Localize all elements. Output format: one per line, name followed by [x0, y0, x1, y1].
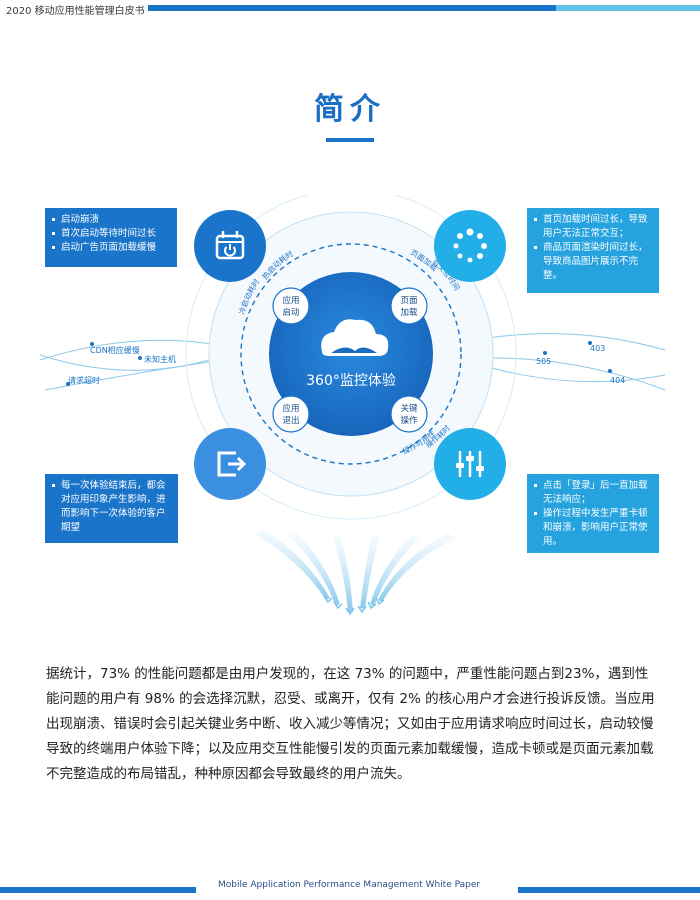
calendar-power-icon — [194, 210, 266, 282]
body-paragraph: 据统计，73% 的性能问题都是由用户发现的，在这 73% 的问题中，严重性能问题… — [46, 666, 655, 782]
quadrant-label-line2: 退出 — [282, 415, 299, 426]
quadrant-label-line2: 操作 — [400, 415, 418, 426]
outer-ring — [185, 195, 517, 520]
quadrant-label-line1: 应用 — [282, 403, 299, 414]
arrow-heads — [323, 595, 385, 616]
monitoring-diagram: CDN相应缓慢 未知主机 请求超时 403 505 404 — [39, 195, 666, 616]
header-title: 2020 移动应用性能管理白皮书 — [6, 6, 145, 17]
callout-item: 商品页面渲染时间过长，导致商品图片展示不完整。 — [534, 241, 652, 283]
callout-item: 操作过程中发生严重卡顿和崩溃，影响用户正常使用。 — [534, 507, 652, 549]
footer-rule — [0, 887, 196, 893]
callout-page-load: 首页加载时间过长，导致用户无法正常交互； 商品页面渲染时间过长，导致商品图片展示… — [527, 208, 659, 293]
cloud-icon — [321, 319, 389, 356]
footer-title: Mobile Application Performance Managemen… — [218, 880, 481, 890]
exit-arrow-icon — [194, 428, 266, 500]
callout-item: 首页加载时间过长，导致用户无法正常交互； — [534, 213, 652, 241]
network-node — [588, 341, 592, 345]
quadrant-key-action: 关键 操作 — [390, 395, 428, 433]
callout-item: 首次启动等待时间过长 — [52, 227, 170, 241]
code-403: 403 — [590, 344, 605, 353]
quadrant-app-launch: 应用 启动 — [272, 287, 310, 325]
label-unknown-host: 未知主机 — [144, 354, 176, 364]
quadrant-page-load: 页面 加载 — [390, 287, 428, 325]
code-505: 505 — [536, 357, 551, 366]
callout-app-launch: 启动崩溃 首次启动等待时间过长 启动广告页面加载缓慢 — [45, 208, 177, 267]
sliders-icon — [434, 428, 506, 500]
network-node — [66, 382, 70, 386]
loading-spinner-icon — [434, 210, 506, 282]
network-node — [138, 356, 142, 360]
callout-item: 点击「登录」后一直加载无法响应； — [534, 479, 652, 507]
quadrant-app-exit: 应用 退出 — [272, 395, 310, 433]
network-node — [608, 369, 612, 373]
quadrant-label-line1: 应用 — [282, 295, 299, 306]
footer-rule — [518, 887, 700, 893]
code-404: 404 — [610, 376, 625, 385]
quadrant-label-line2: 加载 — [400, 307, 418, 318]
network-node — [90, 342, 94, 346]
callout-app-exit: 每一次体验结束后，都会对应用印象产生影响，进而影响下一次体验的客户期望 — [45, 474, 178, 543]
callout-key-action: 点击「登录」后一直加载无法响应； 操作过程中发生严重卡顿和崩溃，影响用户正常使用… — [527, 474, 659, 553]
callout-item: 启动广告页面加载缓慢 — [52, 241, 170, 255]
label-request-timeout: 请求超时 — [68, 375, 100, 385]
header-rule-accent — [556, 5, 700, 11]
network-node — [543, 351, 547, 355]
quadrant-label-line2: 启动 — [282, 307, 300, 318]
label-cdn-slow: CDN相应缓慢 — [90, 345, 140, 355]
network-nodes-left — [66, 342, 142, 386]
title-underline — [326, 138, 374, 142]
converging-arrows — [255, 530, 456, 612]
quadrant-label-line1: 页面 — [400, 296, 418, 306]
callout-item: 启动崩溃 — [52, 213, 170, 227]
dashed-ring — [240, 243, 462, 465]
callout-item: 每一次体验结束后，都会对应用印象产生影响，进而影响下一次体验的客户期望 — [52, 479, 171, 535]
page-title: 简介 — [314, 92, 386, 127]
header-rule — [148, 5, 566, 11]
center-label: 360°监控体验 — [306, 373, 396, 389]
quadrant-label-line1: 关键 — [400, 403, 418, 414]
